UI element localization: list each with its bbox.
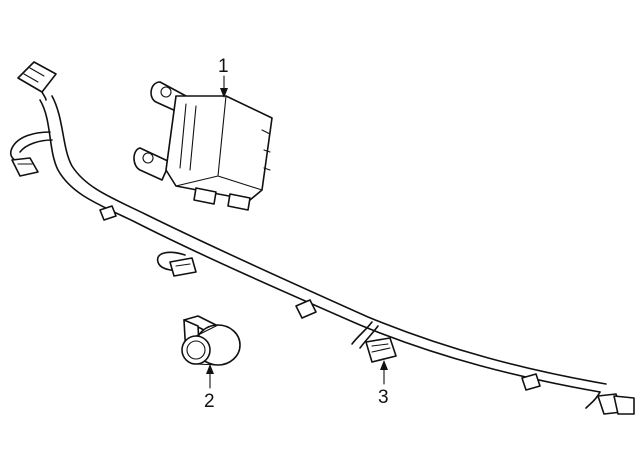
callout-2: 2 [204, 391, 215, 412]
sensor-connector-3 [351, 321, 397, 363]
wiring-harness [9, 61, 635, 415]
callout-3: 3 [378, 387, 389, 408]
left-top-connector [17, 61, 57, 101]
harness-clip-2 [295, 299, 317, 319]
harness-clip-1 [99, 205, 117, 221]
left-branch-connector [9, 131, 53, 177]
harness-loop-connector [156, 251, 197, 277]
callout-1: 1 [218, 56, 229, 77]
right-end-connector [585, 391, 635, 415]
harness-clip-3 [521, 373, 541, 391]
callout-leaders [206, 75, 388, 389]
control-module [133, 81, 273, 211]
parking-sensor [181, 315, 241, 366]
